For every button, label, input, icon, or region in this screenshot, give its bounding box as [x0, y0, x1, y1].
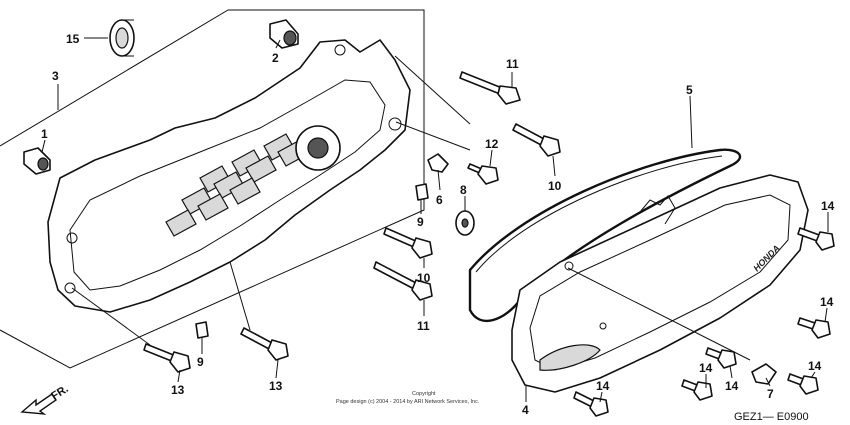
washer-8[interactable] [455, 210, 475, 236]
callout-5[interactable]: 5 [686, 83, 693, 97]
callout-11-lower[interactable]: 11 [417, 319, 430, 333]
callout-labels: 15 2 3 1 11 5 12 10 6 8 9 10 11 14 14 9 … [41, 32, 835, 417]
bolt-14a[interactable] [797, 227, 835, 251]
callout-4[interactable]: 4 [522, 403, 529, 417]
bolt-10b[interactable] [383, 227, 433, 259]
callout-10-lower[interactable]: 10 [417, 271, 431, 285]
left-crankcase-cover[interactable] [47, 39, 411, 313]
callout-14-top[interactable]: 14 [821, 199, 835, 213]
diagram-code: GEZ1— E0900 [734, 411, 809, 423]
bolt-14e[interactable] [573, 391, 609, 417]
bolt-13b[interactable] [240, 327, 289, 361]
left-side-cover[interactable]: HONDA [511, 174, 809, 393]
callout-7[interactable]: 7 [767, 387, 774, 401]
callout-6[interactable]: 6 [436, 193, 443, 207]
callout-1[interactable]: 1 [41, 127, 48, 141]
bolt-14d[interactable] [681, 379, 713, 401]
bolt-10a[interactable] [512, 123, 561, 157]
callout-9-lower[interactable]: 9 [197, 355, 204, 369]
callout-12[interactable]: 12 [485, 137, 499, 151]
callout-11-upper[interactable]: 11 [506, 57, 519, 71]
assembly-frame [0, 9, 425, 369]
callout-10-upper[interactable]: 10 [548, 179, 562, 193]
callout-8[interactable]: 8 [460, 183, 467, 197]
callout-9-upper[interactable]: 9 [417, 215, 424, 229]
collar-1[interactable] [23, 147, 51, 175]
bolt-11b[interactable] [373, 261, 433, 301]
bolt-13a[interactable] [143, 343, 191, 373]
leader-lines [41, 37, 829, 403]
bolts [143, 71, 835, 417]
callout-14-e[interactable]: 14 [808, 359, 822, 373]
bolt-11a[interactable] [459, 71, 521, 105]
callout-3[interactable]: 3 [52, 69, 59, 83]
dowel-pin-9a[interactable] [415, 183, 429, 201]
clamp-7[interactable] [751, 363, 777, 385]
dowel-pin-9b[interactable] [195, 321, 209, 339]
copyright-line: Page design (c) 2004 - 2014 by ARI Netwo… [336, 399, 480, 405]
callout-14-d[interactable]: 14 [725, 379, 739, 393]
collar-2[interactable] [269, 19, 299, 49]
callout-2[interactable]: 2 [272, 51, 279, 65]
callout-14-mid[interactable]: 14 [820, 295, 834, 309]
callout-14-f[interactable]: 14 [596, 379, 610, 393]
callout-13-right[interactable]: 13 [269, 379, 283, 393]
drive-belt[interactable] [468, 148, 742, 322]
bolt-14b[interactable] [797, 317, 831, 339]
copyright-title: Copyright [412, 391, 436, 397]
callout-15[interactable]: 15 [66, 32, 80, 46]
front-arrow-icon [20, 393, 57, 415]
bolt-12[interactable] [467, 163, 499, 185]
callout-14-c[interactable]: 14 [699, 361, 713, 375]
bolt-14f[interactable] [787, 373, 819, 395]
bearing-15[interactable] [109, 19, 135, 57]
front-direction-indicator: FR. [20, 383, 71, 415]
clip-6[interactable] [427, 153, 449, 173]
callout-13-left[interactable]: 13 [171, 383, 185, 397]
